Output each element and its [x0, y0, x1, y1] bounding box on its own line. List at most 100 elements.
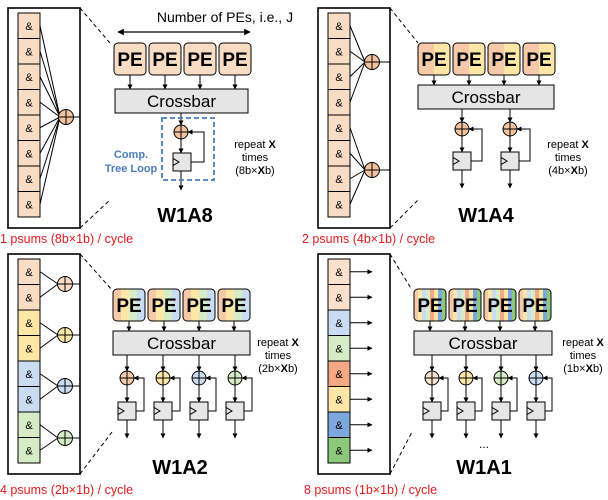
- pe-block: PE: [417, 42, 451, 76]
- register-icon: [491, 401, 511, 421]
- pe-stripe: [488, 289, 493, 321]
- pe-stripe: [418, 43, 435, 75]
- pe-stripe: [504, 43, 520, 75]
- pe-stripe: [129, 289, 138, 321]
- register-clock: [452, 156, 460, 166]
- pe-stripe: [453, 43, 470, 75]
- throughput-caption: 8 psums (1b×1b) / cycle: [304, 483, 437, 497]
- pe-stripe: [414, 289, 419, 321]
- pe-label: PE: [421, 50, 446, 71]
- throughput-caption: 1 psums (8b×1b) / cycle: [0, 232, 133, 246]
- feedback-wire: [507, 375, 518, 412]
- crossbar-block: [413, 330, 553, 356]
- pe-label: PE: [522, 296, 547, 317]
- pe-stripe: [504, 289, 509, 321]
- feedback-wire: [438, 375, 449, 412]
- pe-label: PE: [487, 296, 512, 317]
- bits-var: X: [571, 165, 579, 177]
- and-symbol: &: [25, 369, 33, 381]
- times-label: times: [555, 152, 582, 164]
- pe-stripe: [137, 289, 145, 321]
- register-clock: [117, 406, 125, 416]
- and-to-adder-wire: [39, 76, 61, 118]
- pe-stripe: [226, 289, 235, 321]
- pe-stripe: [234, 289, 243, 321]
- pe-block: PE: [147, 288, 181, 322]
- pe-stripe: [242, 289, 250, 321]
- zoom-connector: [79, 7, 111, 44]
- and-symbol: &: [25, 199, 33, 211]
- pe-block: PE: [448, 288, 482, 322]
- and-to-adder-wire: [349, 127, 366, 171]
- adder-icon: [155, 370, 171, 386]
- pe-stripe: [218, 289, 227, 321]
- crossbar-block: [417, 84, 555, 110]
- and-to-adder-wire: [39, 116, 61, 205]
- register-box: [452, 151, 472, 171]
- panel-title: W1A8: [157, 205, 213, 227]
- crossbar-label: Crossbar: [147, 92, 216, 111]
- and-symbol: &: [25, 420, 33, 432]
- bits-var: X: [586, 363, 594, 375]
- bits-prefix: (2b×: [258, 363, 280, 375]
- register-icon: [172, 152, 192, 172]
- crossbar-block: [114, 88, 249, 114]
- crossbar-block: [112, 330, 251, 356]
- and-symbol: &: [25, 21, 33, 33]
- adder-icon: [119, 370, 135, 386]
- register-box: [491, 401, 511, 421]
- pe-count-label: Number of PEs, i.e., J: [157, 9, 293, 25]
- pe-stripes: [113, 289, 145, 321]
- and-symbol: &: [25, 46, 33, 58]
- crossbar-label: Crossbar: [452, 88, 521, 107]
- and-symbol: &: [335, 343, 343, 355]
- pe-stripe: [535, 289, 540, 321]
- pe-stripe: [183, 289, 192, 321]
- adder-icon: [454, 121, 470, 137]
- register-clock: [225, 406, 233, 416]
- loop-label-line1: Comp.: [114, 149, 148, 161]
- and-to-adder-wire: [349, 50, 366, 63]
- and-to-adder-wire: [349, 25, 366, 63]
- pe-stripe: [418, 289, 423, 321]
- register-box: [526, 401, 546, 421]
- pe-block: PE: [413, 288, 447, 322]
- register-box: [117, 401, 137, 421]
- pe-stripe: [500, 289, 505, 321]
- repeat-label: repeat X: [547, 139, 589, 151]
- and-to-adder-wire: [349, 169, 366, 180]
- bits-label: (1b×Xb): [563, 363, 602, 375]
- pe-stripe: [449, 289, 454, 321]
- bits-prefix: (4b×: [548, 165, 570, 177]
- and-symbol: &: [335, 97, 343, 109]
- register-box: [189, 401, 209, 421]
- throughput-caption: 4 psums (2b×1b) / cycle: [0, 483, 133, 497]
- and-symbol: &: [335, 394, 343, 406]
- and-symbol: &: [25, 72, 33, 84]
- pe-stripe: [438, 289, 443, 321]
- comp-tree-loop-box: [161, 117, 215, 181]
- pe-stripe: [207, 289, 215, 321]
- pe-stripes: [484, 289, 516, 321]
- bits-label: (8b×Xb): [235, 165, 274, 177]
- pe-stripe: [477, 289, 481, 321]
- feedback-wire: [241, 375, 253, 412]
- pe-stripe: [430, 289, 435, 321]
- and-to-adder-wire: [349, 152, 366, 171]
- and-to-adder-wire: [39, 25, 61, 118]
- and-symbol: &: [335, 445, 343, 457]
- repeat-label: repeat X: [562, 337, 604, 349]
- bits-label: (4b×Xb): [548, 165, 587, 177]
- bits-suffix: b): [578, 165, 588, 177]
- and-to-adder-wire: [39, 385, 59, 400]
- bits-var: X: [258, 165, 266, 177]
- and-symbol: &: [335, 174, 343, 186]
- pe-label: PE: [452, 296, 477, 317]
- pe-stripe: [469, 289, 474, 321]
- pe-block: PE: [483, 288, 517, 322]
- and-to-adder-wire: [39, 51, 61, 118]
- pe-stripe: [527, 289, 532, 321]
